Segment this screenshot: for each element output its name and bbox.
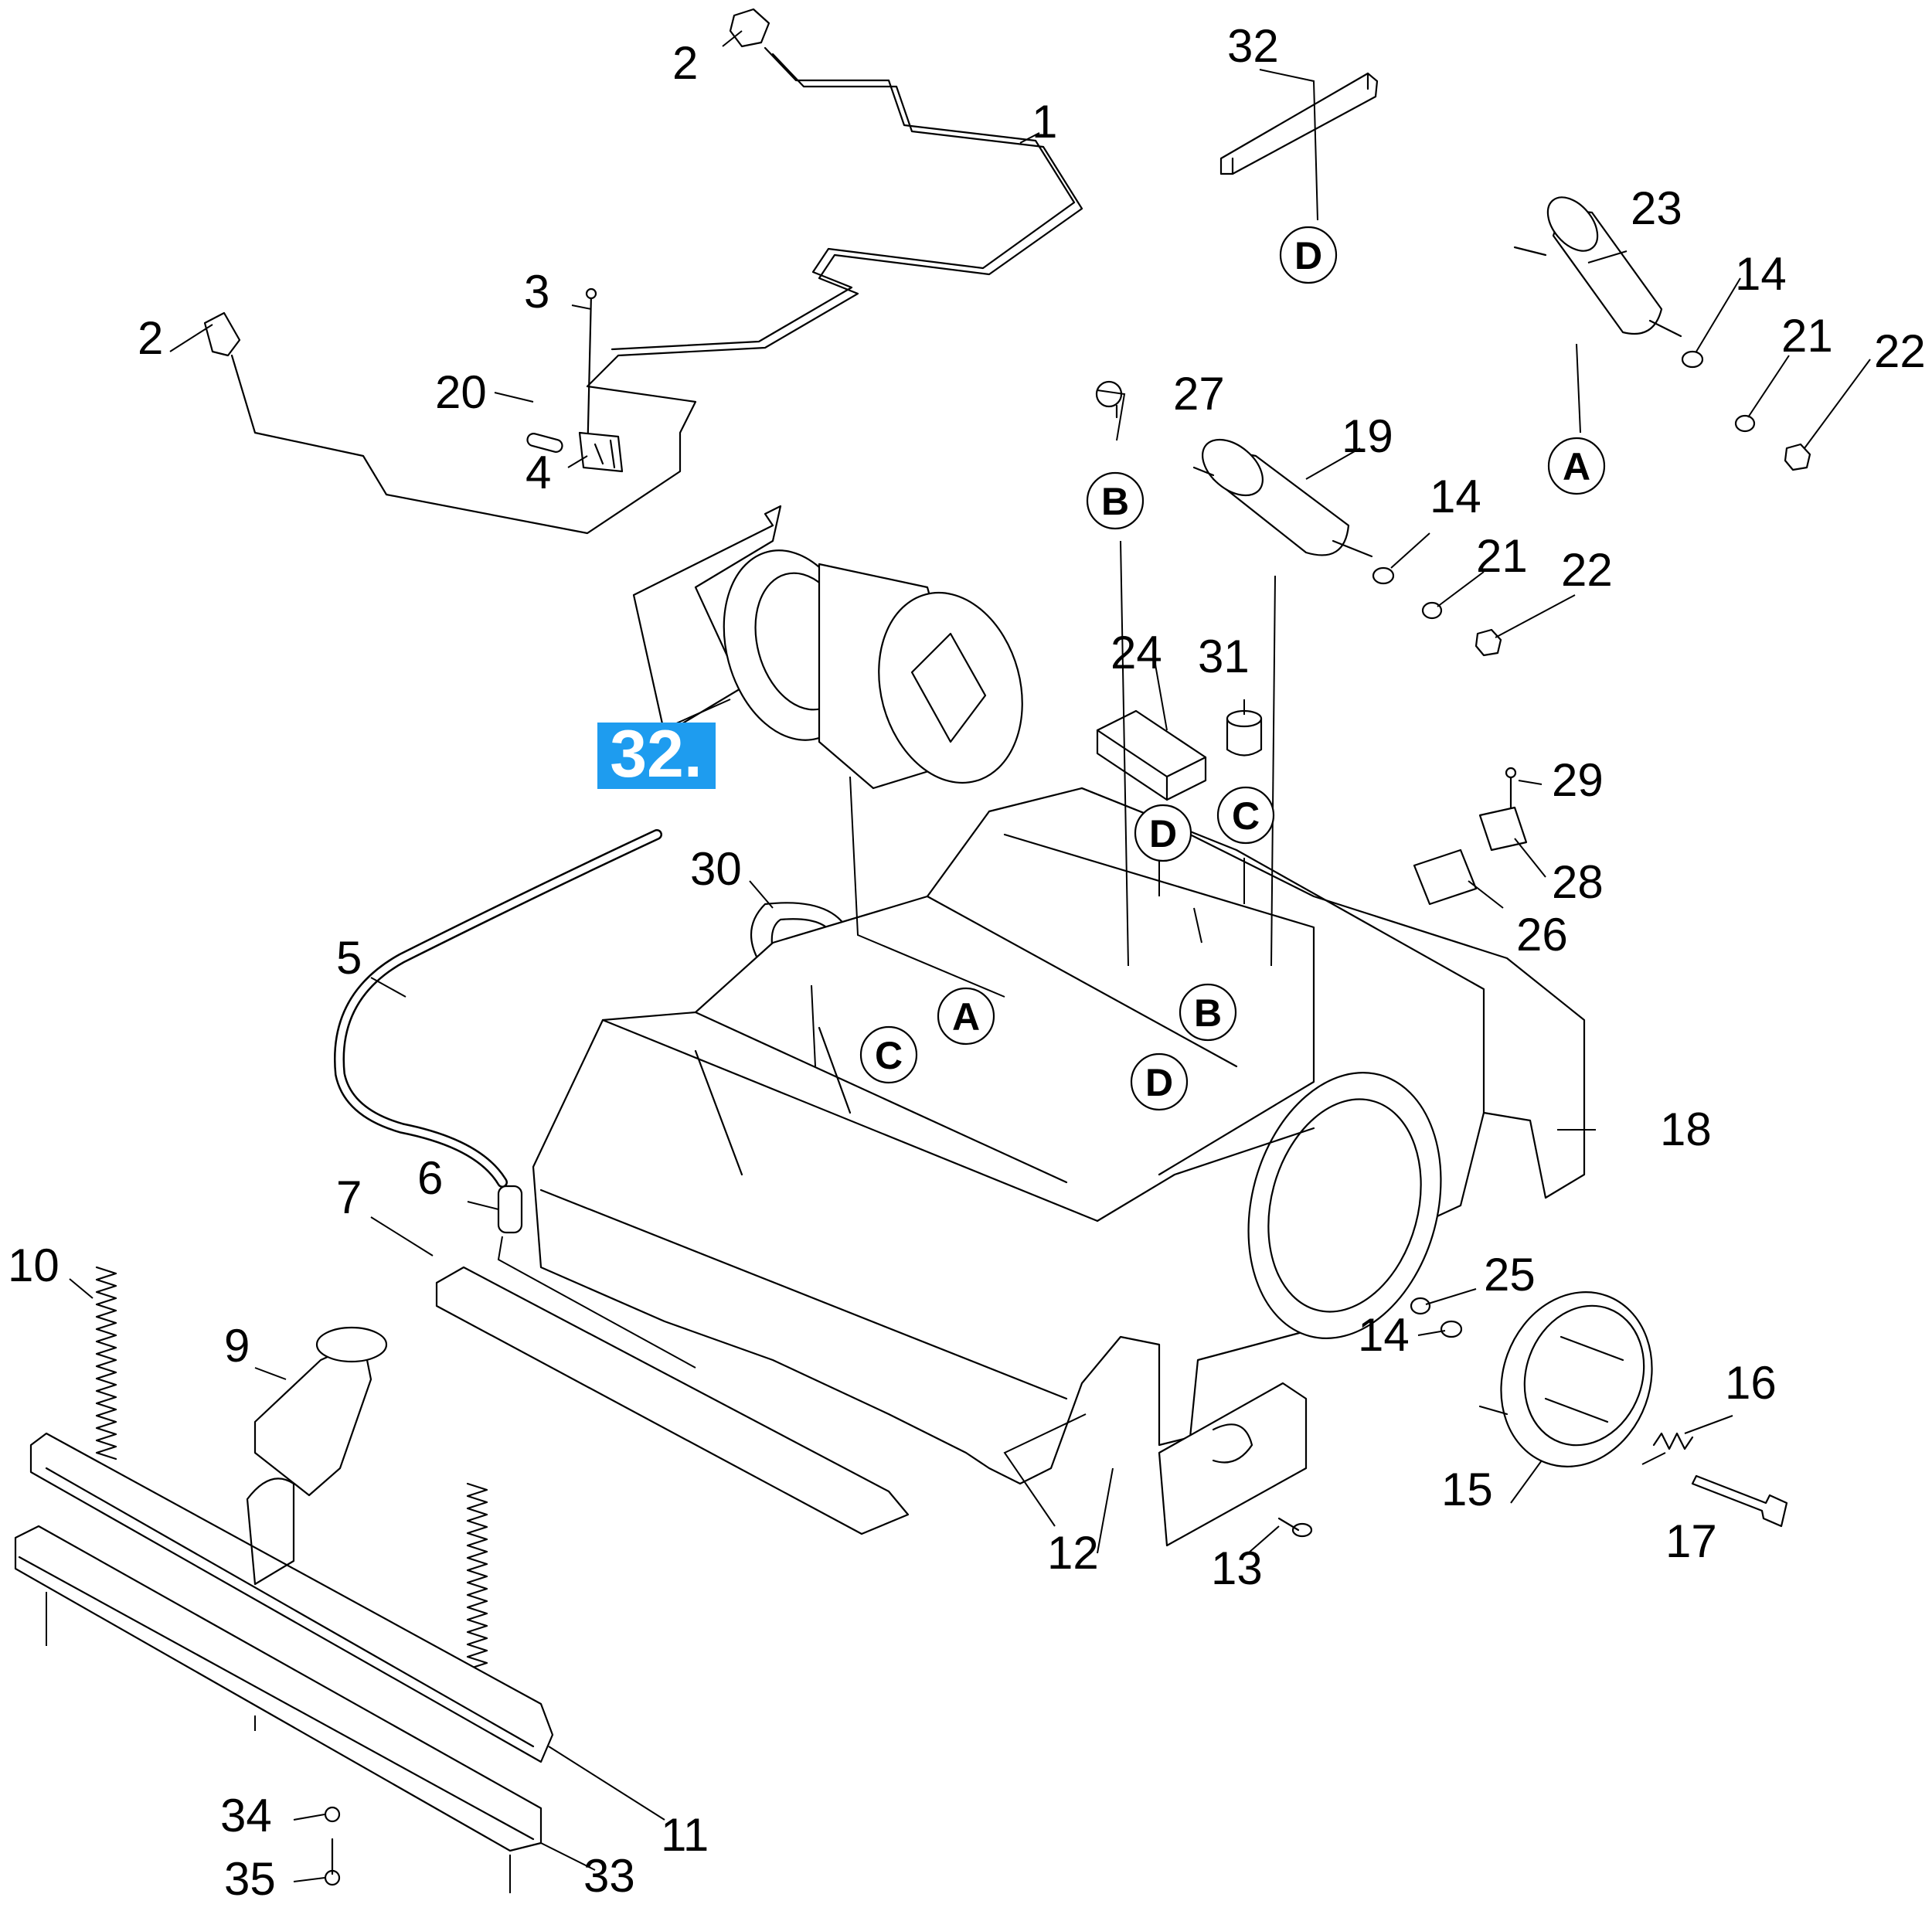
part-10-spring-left <box>95 1266 117 1460</box>
callout-20: 20 <box>435 366 487 418</box>
svg-text:D: D <box>1294 234 1322 277</box>
callout-24: 24 <box>1111 627 1162 678</box>
part-34-screw <box>324 1806 341 1823</box>
part-35-screw <box>324 1838 341 1886</box>
callout-30: 30 <box>690 843 742 895</box>
part-2-cap-top <box>729 8 770 48</box>
part-26-switch <box>1413 848 1478 906</box>
callout-6: 6 <box>417 1152 443 1204</box>
part-15-wheel <box>1478 1291 1653 1467</box>
part-9-duct <box>253 1326 388 1497</box>
part-25-ring <box>1410 1297 1431 1315</box>
part-14-washer-a <box>1681 350 1704 369</box>
part-19-roller <box>1192 438 1373 558</box>
callout-27: 27 <box>1173 368 1225 420</box>
ref-marker-d-top: D <box>1279 226 1338 284</box>
callout-31: 31 <box>1198 631 1250 682</box>
part-22-nut-a <box>1784 443 1811 471</box>
ref-marker-d-mid: D <box>1134 804 1192 862</box>
callout-17: 17 <box>1665 1515 1717 1567</box>
callout-13: 13 <box>1211 1542 1263 1594</box>
callout-1: 1 <box>1032 96 1057 148</box>
part-29-screw <box>1505 767 1517 813</box>
callout-9: 9 <box>224 1320 250 1372</box>
part-21-ring-b <box>1421 601 1443 620</box>
part-22-nut-b <box>1475 628 1502 657</box>
part-23-roller <box>1513 196 1682 338</box>
callout-22-b: 22 <box>1561 544 1613 596</box>
callout-2-left: 2 <box>138 312 163 364</box>
callout-15: 15 <box>1441 1464 1493 1515</box>
callout-2-top: 2 <box>672 37 698 89</box>
callout-19: 19 <box>1342 410 1393 462</box>
callout-14-a: 14 <box>1735 248 1787 300</box>
callout-21-a: 21 <box>1781 310 1833 362</box>
ref-marker-d-low: D <box>1130 1052 1189 1111</box>
callout-28: 28 <box>1552 856 1604 908</box>
callout-22-a: 22 <box>1874 325 1926 377</box>
callout-11: 11 <box>661 1809 709 1861</box>
part-5-hose <box>334 829 662 1188</box>
callout-10: 10 <box>8 1239 60 1291</box>
part-14-washer-c <box>1440 1320 1463 1338</box>
callout-32: 32 <box>1227 20 1279 72</box>
ref-marker-b-mid: B <box>1179 983 1237 1042</box>
part-6-plug <box>497 1185 523 1234</box>
svg-text:32.: 32. <box>610 717 702 791</box>
svg-text:A: A <box>952 995 980 1039</box>
callout-14-c: 14 <box>1358 1309 1410 1361</box>
callout-5: 5 <box>336 932 362 984</box>
callout-26: 26 <box>1516 909 1568 961</box>
callout-34: 34 <box>220 1790 272 1841</box>
ref-marker-a-mid: A <box>937 987 995 1046</box>
highlight-badge: 32. <box>597 717 716 791</box>
svg-text:D: D <box>1149 812 1177 855</box>
part-12-plate <box>1158 1382 1308 1547</box>
svg-text:A: A <box>1563 445 1590 488</box>
part-4-clamp <box>578 431 624 473</box>
callout-numbers: 1 2 2 3 20 4 32 23 14 21 22 27 19 14 21 … <box>8 20 1926 1905</box>
callout-25: 25 <box>1484 1249 1536 1301</box>
callout-3: 3 <box>524 266 549 318</box>
part-32-strip <box>1219 72 1379 175</box>
part-14-washer-b <box>1372 566 1395 585</box>
part-1-wire-frame <box>230 46 1083 535</box>
part-24-block <box>1096 709 1207 801</box>
ref-marker-b-top: B <box>1086 471 1145 530</box>
callout-18: 18 <box>1660 1103 1712 1155</box>
part-27-plug <box>1095 380 1123 419</box>
ref-marker-c-mid: C <box>1216 786 1275 845</box>
ref-marker-a-top: A <box>1547 437 1606 495</box>
svg-text:C: C <box>875 1034 903 1077</box>
callout-29: 29 <box>1552 754 1604 806</box>
callout-33: 33 <box>583 1850 635 1902</box>
callout-12: 12 <box>1047 1527 1099 1579</box>
part-21-ring-a <box>1734 414 1756 433</box>
svg-text:D: D <box>1145 1061 1173 1104</box>
callout-23: 23 <box>1631 182 1682 234</box>
part-31-bushing <box>1226 709 1263 757</box>
part-20-clip <box>526 433 563 453</box>
callout-4: 4 <box>526 447 551 498</box>
callout-21-b: 21 <box>1476 530 1528 582</box>
callout-7: 7 <box>336 1171 362 1223</box>
svg-text:B: B <box>1194 991 1222 1035</box>
svg-text:B: B <box>1101 480 1129 523</box>
part-7-rail <box>435 1266 910 1535</box>
part-17-pin <box>1691 1474 1788 1528</box>
part-18-housing <box>532 787 1586 1485</box>
part-10-spring-right <box>466 1482 488 1689</box>
svg-text:C: C <box>1232 794 1260 838</box>
part-16-spring <box>1652 1432 1694 1450</box>
part-11-squeegee-bar <box>29 1432 554 1763</box>
motor-unit <box>632 505 1023 790</box>
callout-35: 35 <box>224 1853 276 1905</box>
callout-16: 16 <box>1725 1357 1777 1409</box>
part-13-screw <box>1277 1517 1313 1538</box>
ref-marker-c-low: C <box>859 1025 918 1084</box>
part-2-cap-left <box>203 311 241 357</box>
part-3-screw <box>585 287 597 461</box>
callout-14-b: 14 <box>1430 471 1481 522</box>
